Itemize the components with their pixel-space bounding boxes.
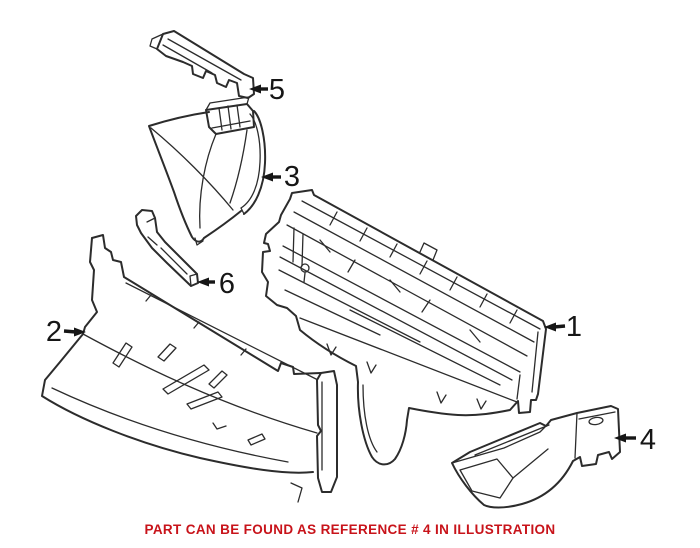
callout-5-label: 5	[269, 74, 285, 106]
part-1-keyhole	[300, 263, 310, 273]
reference-caption: PART CAN BE FOUND AS REFERENCE # 4 IN IL…	[144, 522, 556, 537]
part-6-drawing	[135, 209, 199, 287]
part-3-drawing	[148, 96, 267, 246]
part-1-mid-tab	[419, 242, 438, 261]
part-1-drawing	[261, 189, 547, 466]
part-1-face-vanes	[278, 269, 518, 403]
part-2-right-bracket	[316, 370, 338, 493]
callout-3-arrowhead-icon	[261, 172, 273, 182]
callout-6: 6	[197, 268, 235, 300]
part-5-drawing	[149, 30, 255, 99]
part-6-details	[146, 217, 198, 287]
part-1-right-face	[516, 331, 539, 400]
part-5-details	[149, 33, 242, 81]
part-1-v-notches	[326, 343, 487, 410]
part-6-outline	[135, 209, 199, 287]
part-1-connectors	[319, 239, 481, 343]
callout-6-arrowhead-icon	[197, 277, 209, 287]
part-3-creases	[150, 127, 248, 246]
callout-1: 1	[544, 311, 582, 343]
part-2-bracket-details	[290, 381, 323, 503]
part-3-grille-cap	[205, 96, 250, 111]
part-3-right-band	[243, 110, 267, 215]
part-1-outline	[261, 189, 547, 466]
part-1-top-rails	[279, 200, 541, 381]
part-3-grille-frame	[205, 103, 255, 135]
callout-5-arrowhead-icon	[249, 84, 261, 94]
callout-2-arrowhead-icon	[74, 327, 86, 337]
callout-1-arrowhead-icon	[544, 322, 556, 332]
callout-4-label: 4	[640, 424, 656, 456]
part-2-body	[41, 237, 314, 474]
callout-3-label: 3	[284, 161, 300, 193]
part-4-slot-hole	[588, 416, 604, 426]
part-4-drawing	[451, 405, 621, 509]
part-3-right-band-inner	[240, 113, 261, 215]
part-3-body	[148, 111, 242, 243]
part-4-outline	[451, 405, 621, 509]
part-1-lobe-inner	[362, 384, 378, 453]
callout-4: 4	[614, 424, 656, 456]
callout-4-arrowhead-icon	[614, 433, 626, 443]
part-2-face-lines	[51, 282, 318, 463]
part-4-box-details	[574, 411, 616, 459]
part-1-left-details	[292, 227, 306, 283]
callout-2: 2	[46, 316, 86, 348]
part-2-drawing	[41, 234, 338, 503]
part-2-slots	[112, 342, 266, 446]
callout-6-label: 6	[219, 268, 235, 300]
callout-1-label: 1	[566, 311, 582, 343]
part-3-grille-ribs	[211, 104, 251, 131]
part-4-mouth	[459, 458, 514, 499]
callout-2-label: 2	[46, 316, 62, 348]
part-2-ticks	[145, 294, 247, 430]
part-4-creases	[451, 424, 550, 479]
part-5-outline	[156, 30, 255, 99]
part-2-top-edge	[91, 234, 322, 375]
callout-3: 3	[261, 161, 300, 193]
callout-5: 5	[249, 74, 285, 106]
part-1-rail-ribs	[329, 211, 518, 324]
